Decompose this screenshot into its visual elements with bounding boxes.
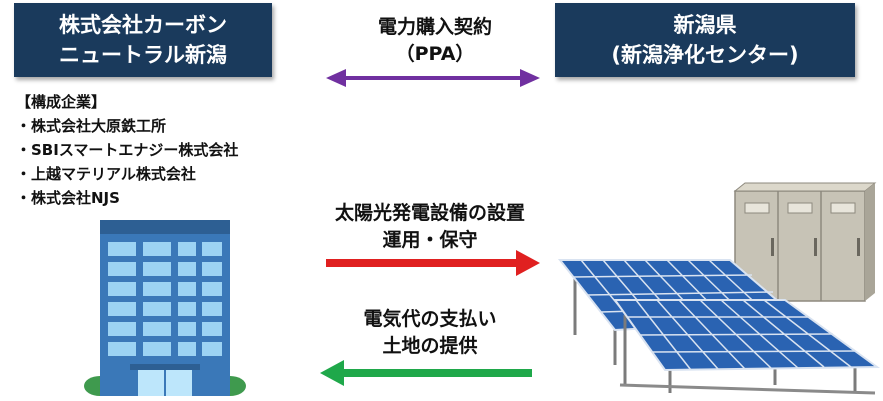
solar-panel-icon [555, 245, 880, 397]
office-building-icon [80, 220, 250, 400]
